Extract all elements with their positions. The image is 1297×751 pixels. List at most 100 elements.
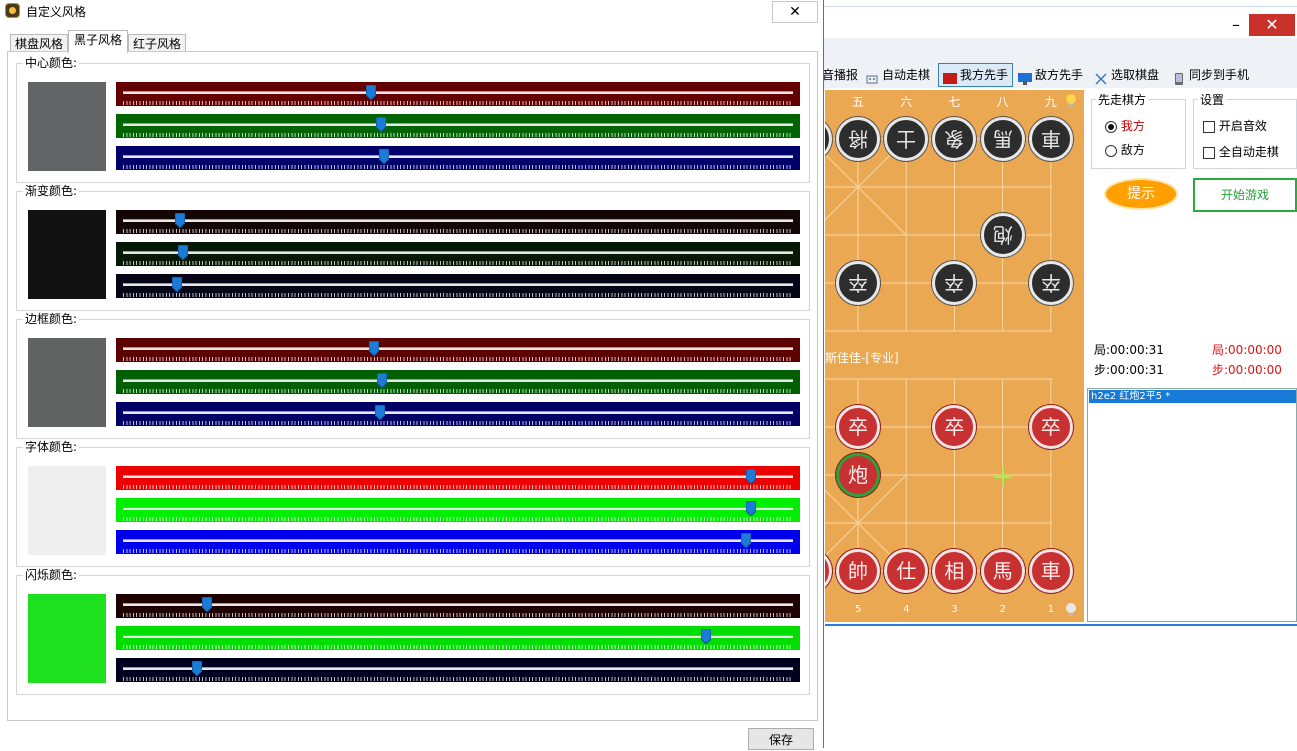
- red-piece[interactable]: 卒: [1028, 405, 1073, 449]
- black-piece[interactable]: 卒: [1028, 261, 1073, 305]
- first-move-title: 先走棋方: [1096, 91, 1149, 108]
- slider-thumb[interactable]: [178, 245, 189, 260]
- move-list[interactable]: h2e2 红炮2平5 *: [1087, 388, 1297, 622]
- slider-thumb[interactable]: [369, 341, 380, 356]
- black-piece[interactable]: 將: [836, 117, 880, 161]
- red-piece[interactable]: 仕: [884, 549, 929, 593]
- green-channel-slider[interactable]: [116, 370, 800, 394]
- green-channel-slider[interactable]: [116, 114, 800, 138]
- black-piece[interactable]: 車: [1028, 117, 1073, 161]
- color-preview-swatch: [28, 82, 106, 171]
- slider-track: [123, 283, 793, 286]
- tab-black-style[interactable]: 黑子风格: [68, 30, 128, 53]
- color-section: 闪烁颜色:: [16, 568, 810, 695]
- auto-play-checkbox[interactable]: 全自动走棋: [1203, 143, 1279, 160]
- sound-checkbox-label: 开启音效: [1218, 119, 1267, 133]
- black-step-timer-value: 00:00:31: [1110, 363, 1164, 377]
- dialog-close-button[interactable]: ✕: [772, 1, 818, 23]
- file-label: 五: [852, 95, 865, 109]
- slider-thumb[interactable]: [365, 85, 376, 100]
- red-channel-slider[interactable]: [116, 594, 800, 618]
- radio-enemy-side[interactable]: 敌方: [1105, 141, 1145, 158]
- red-piece[interactable]: 卒: [836, 405, 880, 449]
- toolbar-auto-move-button[interactable]: 自动走棋: [865, 64, 930, 86]
- red-piece[interactable]: 車: [1028, 549, 1073, 593]
- piece-char: 士: [896, 127, 917, 151]
- red-piece[interactable]: 炮: [836, 453, 880, 497]
- radio-my-side[interactable]: 我方: [1105, 117, 1145, 134]
- blue-channel-slider[interactable]: [116, 658, 800, 682]
- blue-channel-slider[interactable]: [116, 402, 800, 426]
- green-channel-slider[interactable]: [116, 498, 800, 522]
- slider-ticks: [123, 421, 793, 425]
- black-piece[interactable]: 馬: [980, 117, 1025, 161]
- section-title: 中心颜色:: [23, 56, 80, 70]
- slider-thumb[interactable]: [745, 501, 756, 516]
- red-piece[interactable]: 卒: [932, 405, 977, 449]
- toolbar-enemy-first-button[interactable]: 敌方先手: [1018, 64, 1083, 86]
- green-channel-slider[interactable]: [116, 242, 800, 266]
- monitor-icon: [1018, 70, 1032, 85]
- slider-thumb[interactable]: [377, 373, 388, 388]
- red-channel-slider[interactable]: [116, 466, 800, 490]
- red-channel-slider[interactable]: [116, 210, 800, 234]
- start-game-button[interactable]: 开始游戏: [1193, 178, 1297, 212]
- slider-thumb[interactable]: [174, 213, 185, 228]
- toolbar-pick-board-button[interactable]: 选取棋盘: [1094, 64, 1159, 86]
- black-piece[interactable]: 象: [932, 117, 977, 161]
- hint-button[interactable]: 提示: [1104, 178, 1178, 210]
- toolbar-my-first-button[interactable]: 我方先手: [938, 63, 1014, 87]
- bulb-icon[interactable]: [1064, 93, 1078, 109]
- slider-thumb[interactable]: [375, 117, 386, 132]
- black-piece[interactable]: 卒: [932, 261, 977, 305]
- red-channel-slider[interactable]: [116, 82, 800, 106]
- piece-char: 將: [848, 127, 868, 151]
- file-label: 3: [951, 604, 958, 615]
- slider-thumb[interactable]: [379, 149, 390, 164]
- blue-channel-slider[interactable]: [116, 146, 800, 170]
- file-label: 5: [855, 604, 862, 615]
- toolbar-sync-phone-button[interactable]: 同步到手机: [1172, 64, 1249, 86]
- list-item[interactable]: h2e2 红炮2平5 *: [1089, 390, 1296, 403]
- slider-thumb[interactable]: [201, 597, 212, 612]
- slider-thumb[interactable]: [171, 277, 182, 292]
- slider-ticks: [123, 517, 793, 521]
- slider-ticks: [123, 613, 793, 617]
- red-piece[interactable]: 馬: [980, 549, 1025, 593]
- slider-thumb[interactable]: [700, 629, 711, 644]
- slider-track: [123, 411, 793, 414]
- slider-track: [123, 603, 793, 606]
- dialog-title: 自定义风格: [26, 5, 87, 19]
- minimize-button[interactable]: –: [1232, 15, 1240, 34]
- green-channel-slider[interactable]: [116, 626, 800, 650]
- radio-button[interactable]: [1105, 144, 1117, 157]
- tab-red-style[interactable]: 红子风格: [128, 34, 186, 53]
- slider-thumb[interactable]: [745, 469, 756, 484]
- slider-ticks: [123, 389, 793, 393]
- slider-thumb[interactable]: [374, 405, 385, 420]
- bulb-icon[interactable]: [1064, 602, 1078, 618]
- blue-channel-slider[interactable]: [116, 530, 800, 554]
- app-close-button[interactable]: ✕: [1249, 14, 1295, 36]
- slider-thumb[interactable]: [191, 661, 202, 676]
- red-piece[interactable]: 帥: [836, 549, 880, 593]
- checkbox[interactable]: [1203, 146, 1215, 159]
- slider-thumb[interactable]: [741, 533, 752, 548]
- tab-board-style[interactable]: 棋盘风格: [10, 34, 68, 53]
- top-strip: [818, 0, 1297, 6]
- black-piece[interactable]: 士: [884, 117, 929, 161]
- radio-my-side-label: 我方: [1120, 119, 1145, 133]
- sound-checkbox[interactable]: 开启音效: [1203, 117, 1267, 134]
- red-piece[interactable]: 相: [932, 549, 977, 593]
- checkbox[interactable]: [1203, 120, 1215, 133]
- black-piece[interactable]: 炮: [980, 213, 1025, 257]
- piece-char: 卒: [944, 271, 965, 295]
- black-piece[interactable]: 卒: [836, 261, 880, 305]
- radio-button[interactable]: [1105, 120, 1117, 133]
- red-channel-slider[interactable]: [116, 338, 800, 362]
- toolbar-voice-button[interactable]: 音播报: [822, 64, 858, 86]
- save-button[interactable]: 保存: [748, 728, 814, 750]
- blue-channel-slider[interactable]: [116, 274, 800, 298]
- file-label: 2: [999, 604, 1006, 615]
